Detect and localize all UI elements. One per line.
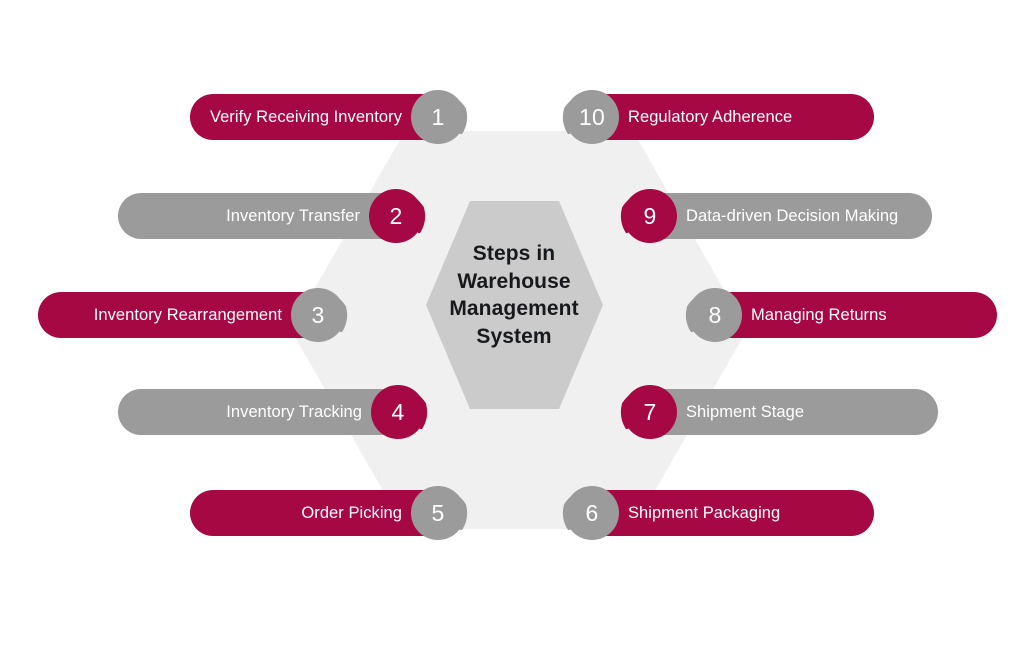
page-title-line-2: Warehouse [457,269,571,293]
inner-hexagon [426,201,603,409]
step-10-number: 10 [579,103,605,130]
step-4-label: Inventory Tracking [226,402,362,421]
step-item-1[interactable]: Verify Receiving Inventory 1 [190,90,470,144]
step-9-label: Data-driven Decision Making [686,206,899,225]
step-7-pill[interactable]: Shipment Stage [640,389,938,435]
step-item-2[interactable]: Inventory Transfer 2 [118,189,428,243]
step-6-number-circle: 6 [565,486,619,540]
step-item-9[interactable]: Data-driven Decision Making 9 [618,189,932,243]
step-4-number-circle: 4 [371,385,425,439]
step-8-number: 8 [708,301,722,328]
page-title-line-3: Management [449,297,579,321]
step-item-5[interactable]: Order Picking 5 [190,486,470,540]
page-title: Steps in Warehouse Management System [424,240,604,351]
step-7-number: 7 [643,398,657,425]
step-5-badge[interactable]: 5 [406,481,470,545]
step-2-pill[interactable]: Inventory Transfer [118,193,406,239]
step-5-label: Order Picking [301,503,402,522]
step-7-label: Shipment Stage [686,402,805,421]
step-5-number-circle: 5 [411,486,465,540]
step-9-badge[interactable]: 9 [618,184,682,248]
step-5-pill[interactable]: Order Picking [190,490,448,536]
step-1-pill[interactable]: Verify Receiving Inventory [190,94,448,140]
page-title-line-4: System [476,325,552,349]
step-item-6[interactable]: Shipment Packaging 6 [560,486,874,540]
step-6-number: 6 [585,499,599,526]
step-item-3[interactable]: Inventory Rearrangement 3 [38,288,350,342]
step-3-number-circle: 3 [291,288,345,342]
step-6-badge[interactable]: 6 [560,481,624,545]
step-7-badge[interactable]: 7 [618,380,682,444]
page-title-line-1: Steps in [472,242,556,265]
step-8-label: Managing Returns [751,305,887,324]
step-3-pill[interactable]: Inventory Rearrangement [38,292,328,338]
step-2-label: Inventory Transfer [226,206,360,225]
step-1-number-circle: 1 [411,90,465,144]
step-2-number: 2 [389,202,403,229]
step-9-pill[interactable]: Data-driven Decision Making [640,193,932,239]
step-4-pill[interactable]: Inventory Tracking [118,389,408,435]
step-1-badge[interactable]: 1 [406,85,470,149]
step-item-4[interactable]: Inventory Tracking 4 [118,385,430,439]
step-10-pill[interactable]: Regulatory Adherence [582,94,874,140]
step-9-number-circle: 9 [623,189,677,243]
step-6-pill[interactable]: Shipment Packaging [582,490,874,536]
step-2-number-circle: 2 [369,189,423,243]
step-5-number: 5 [431,499,445,526]
step-item-7[interactable]: Shipment Stage 7 [618,385,938,439]
step-7-number-circle: 7 [623,385,677,439]
step-8-pill[interactable]: Managing Returns [705,292,997,338]
step-10-label: Regulatory Adherence [628,107,793,126]
step-item-10[interactable]: Regulatory Adherence 10 [560,90,874,144]
step-3-label: Inventory Rearrangement [93,305,282,324]
step-1-label: Verify Receiving Inventory [209,107,402,126]
step-2-badge[interactable]: 2 [364,184,428,248]
step-6-label: Shipment Packaging [628,503,781,522]
step-1-number: 1 [431,103,445,130]
step-9-number: 9 [643,202,657,229]
step-4-number: 4 [391,398,405,425]
step-10-number-circle: 10 [565,90,619,144]
step-3-number: 3 [311,301,325,328]
step-10-badge[interactable]: 10 [560,85,624,149]
step-8-number-circle: 8 [688,288,742,342]
step-4-badge[interactable]: 4 [366,380,430,444]
step-8-badge[interactable]: 8 [683,283,747,347]
step-item-8[interactable]: Managing Returns 8 [683,288,997,342]
step-3-badge[interactable]: 3 [286,283,350,347]
